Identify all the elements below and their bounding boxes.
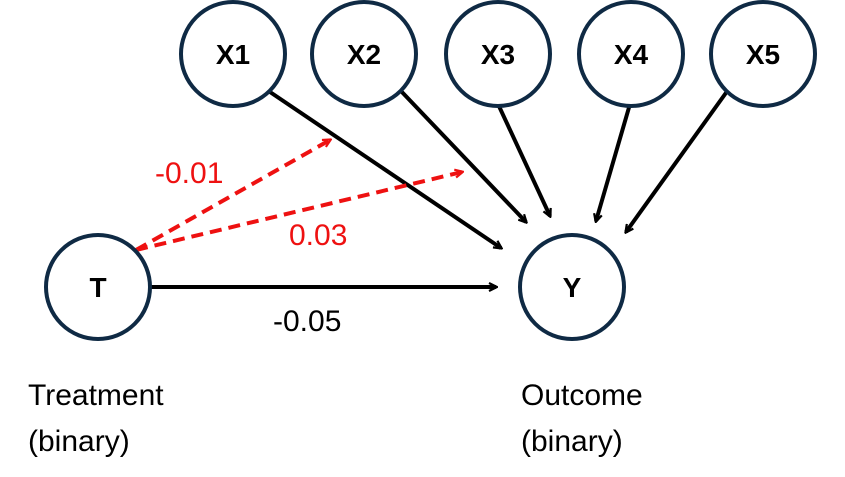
- edge-label-t-y: -0.05: [273, 305, 341, 338]
- node-x4: X4: [577, 0, 685, 108]
- node-x5-label: X5: [746, 39, 780, 70]
- edge-x2-y: [398, 88, 526, 222]
- node-x1-label: X1: [216, 39, 250, 70]
- node-x5: X5: [709, 0, 817, 108]
- caption-treatment: Treatment: [28, 379, 164, 412]
- node-x1: X1: [179, 0, 287, 108]
- node-x2-label: X2: [347, 39, 381, 70]
- node-t: T: [44, 233, 152, 341]
- edge-x5-y: [626, 88, 730, 232]
- edge-x1-y: [268, 90, 501, 248]
- edge-label-t-x1: -0.01: [155, 157, 223, 190]
- edge-x3-y: [496, 103, 552, 216]
- caption-outcome: Outcome: [521, 379, 643, 412]
- edge-x4-y: [596, 103, 632, 221]
- node-t-label: T: [89, 272, 106, 303]
- node-y: Y: [518, 233, 626, 341]
- edge-label-t-x3: 0.03: [289, 219, 347, 252]
- node-x4-label: X4: [614, 39, 649, 70]
- node-x3: X3: [444, 0, 552, 108]
- caption-treatment-type: (binary): [28, 425, 130, 458]
- node-x2: X2: [310, 0, 418, 108]
- caption-outcome-type: (binary): [521, 425, 623, 458]
- node-x3-label: X3: [481, 39, 515, 70]
- node-y-label: Y: [563, 272, 582, 303]
